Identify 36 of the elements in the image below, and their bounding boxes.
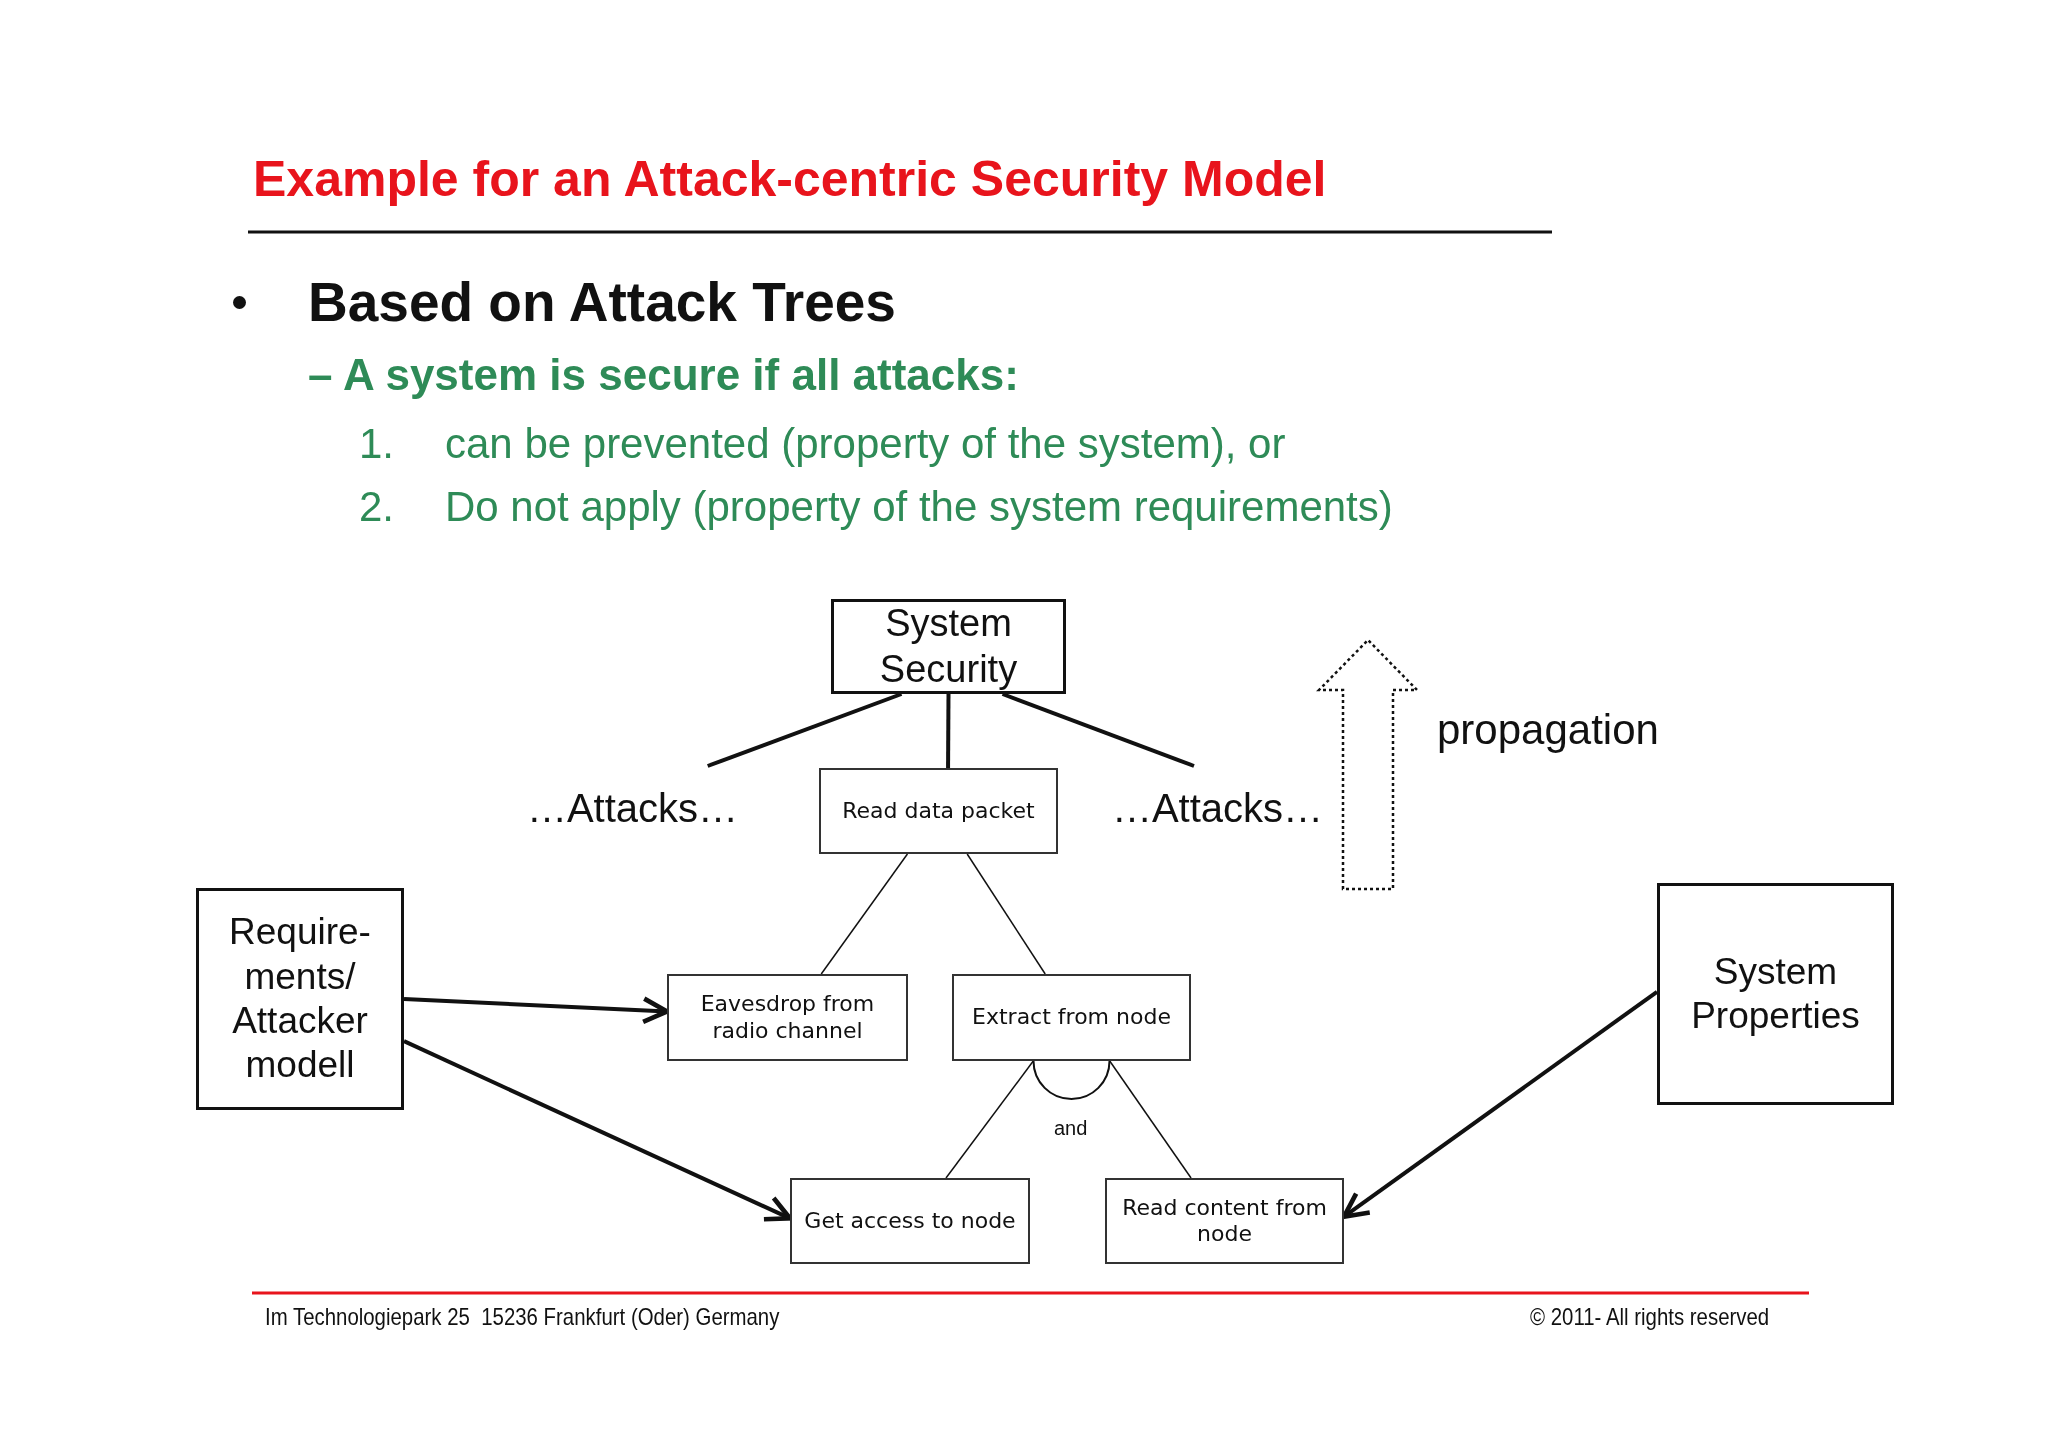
box-label: System Security xyxy=(878,600,1019,692)
and-label: and xyxy=(1054,1117,1088,1140)
attack-text: …Attacks… xyxy=(1111,785,1324,832)
box-label: Read data packet xyxy=(842,797,1035,825)
list-item: Do not apply (property of the system requirements) xyxy=(445,483,1393,531)
slide-title: Example for an Attack-centric Security Model xyxy=(253,150,1327,208)
attack-box xyxy=(667,974,908,1061)
connector-line xyxy=(1001,692,1195,768)
copyright-text: © 2011- All rights reserved xyxy=(1530,1303,1770,1331)
list-number: 2. xyxy=(359,483,395,531)
connector-line xyxy=(945,1060,1034,1179)
process-box xyxy=(1657,883,1894,1105)
connector-line xyxy=(966,853,1046,975)
box-label: Read content from node xyxy=(1121,1194,1328,1248)
box-label: Extract from node xyxy=(972,1004,1171,1031)
propagation-label: propagation xyxy=(1437,706,1659,754)
connector-line xyxy=(820,853,909,975)
sub-bullet-text: – A system is secure if all attacks: xyxy=(308,350,1019,400)
attack-text: …Attacks… xyxy=(526,785,739,832)
connector-line xyxy=(1109,1060,1192,1179)
box-label: Get access to node xyxy=(804,1207,1016,1235)
attack-box xyxy=(1105,1178,1344,1264)
process-box xyxy=(831,599,1066,694)
box-label: Require-ments/ Attacker modell xyxy=(228,910,372,1088)
list-item: can be prevented (property of the system), or xyxy=(445,420,1286,468)
connector-line xyxy=(707,692,903,768)
footer-address: Im Technologiepark 25 15236 Frankfurt (Oder) Germany xyxy=(265,1303,780,1331)
box-label: Eavesdrop from radio channel xyxy=(699,991,876,1044)
attack-box xyxy=(819,768,1058,854)
list-number: 1. xyxy=(359,420,395,468)
attack-box xyxy=(952,974,1191,1061)
connector-line xyxy=(946,694,951,768)
process-box xyxy=(196,888,404,1110)
attack-box xyxy=(790,1178,1030,1264)
bullet-text: Based on Attack Trees xyxy=(308,270,896,334)
box-label: System Properties xyxy=(1690,949,1861,1038)
